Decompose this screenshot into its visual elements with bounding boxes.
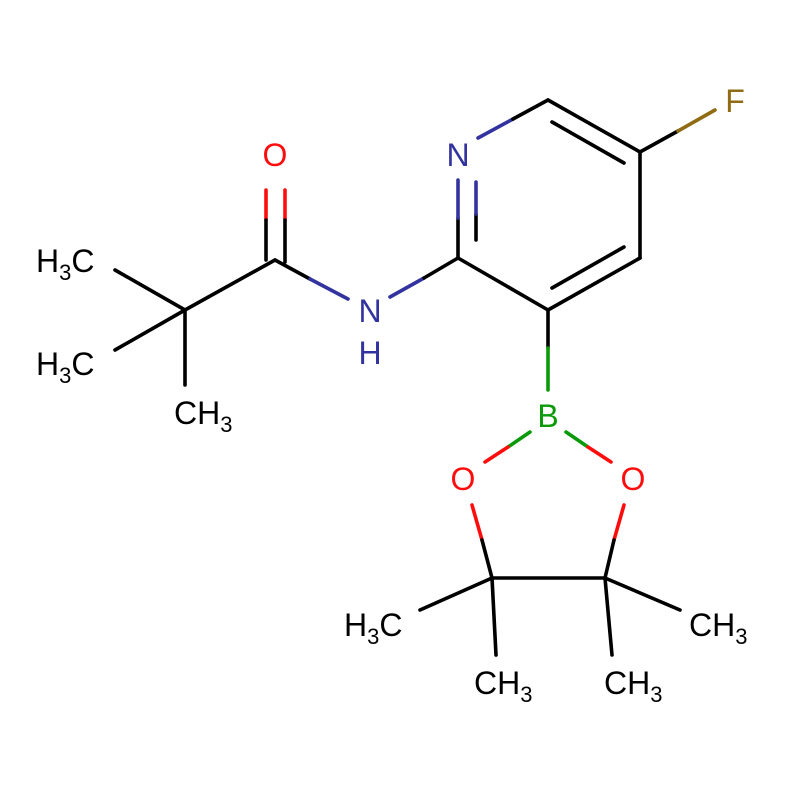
methyl-tbu-3: CH3 — [174, 395, 232, 437]
atom-boron: B — [537, 398, 558, 434]
methyl-pin-2: CH3 — [474, 665, 532, 707]
methyl-pin-1: H3C — [344, 607, 402, 649]
methyl-tbu-2: H3C — [36, 346, 94, 388]
methyl-pin-3: CH3 — [689, 607, 747, 649]
atom-fluorine: F — [725, 83, 745, 119]
atom-labels: O N H N F B O O H3C H3C CH3 H3C CH3 CH3 … — [36, 83, 747, 707]
atom-n-ring: N — [446, 137, 469, 173]
atom-o-carbonyl: O — [263, 137, 288, 173]
atom-n-amide: N — [358, 293, 381, 329]
atom-o-ester-right: O — [621, 461, 646, 497]
bond-c-cq — [183, 258, 277, 312]
atom-h-amide: H — [358, 335, 381, 371]
atom-o-ester-left: O — [451, 461, 476, 497]
methyl-tbu-1: H3C — [36, 243, 94, 285]
methyl-pin-4: CH3 — [604, 665, 662, 707]
bonds — [113, 98, 717, 657]
